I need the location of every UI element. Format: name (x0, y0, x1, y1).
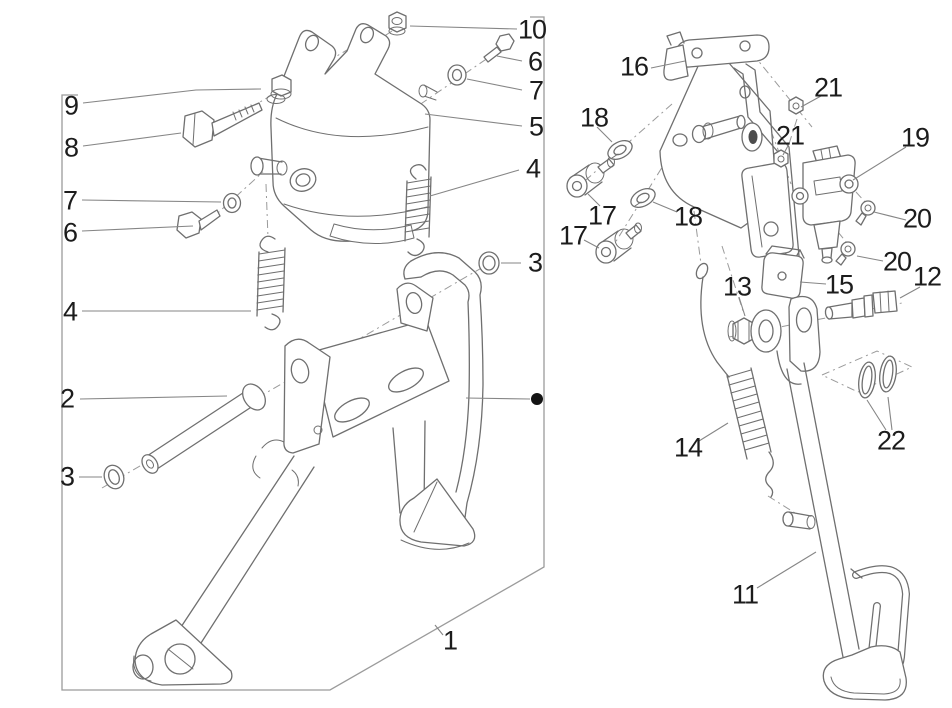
callout-11: 11 (731, 579, 759, 610)
callout-10: 10 (517, 14, 547, 45)
hex-nut-part21-lower (773, 149, 789, 168)
callout-20-upper: 20 (902, 203, 932, 234)
spring-part4-left (256, 235, 286, 331)
spring-part14 (695, 262, 774, 498)
bolt-part6-left (176, 209, 221, 239)
leader-lines (79, 25, 921, 636)
mounting-bracket-part5 (250, 23, 438, 244)
callout-2: 2 (59, 383, 75, 414)
callout-6-top: 6 (527, 46, 543, 77)
callout-16: 16 (619, 51, 649, 82)
lever-plate (741, 162, 794, 258)
socket-bolt-part17-upper (566, 156, 615, 198)
socket-bolt-part17-lower (595, 222, 642, 264)
left-figure-border (61, 16, 545, 691)
callout-13: 13 (722, 271, 752, 302)
washer-part7-top (447, 64, 467, 86)
flanged-nut-part9 (266, 74, 292, 104)
callout-15: 15 (824, 269, 854, 300)
callout-8: 8 (63, 132, 79, 163)
callout-18-lower: 18 (673, 201, 703, 232)
callout-3-right: 3 (527, 247, 543, 278)
bolt-part6-top (483, 33, 515, 63)
side-stand-leg-part11 (782, 362, 910, 701)
ring-part3-left (103, 464, 125, 490)
callout-5: 5 (528, 111, 544, 142)
callout-18-upper: 18 (579, 102, 609, 133)
washer-part7-left (222, 192, 242, 214)
rubber-pad-part15 (761, 245, 805, 299)
callout-1: 1 (442, 625, 458, 656)
callout-4-right: 4 (525, 153, 541, 184)
callout-7-left: 7 (62, 185, 78, 216)
hex-nut-part10 (388, 11, 407, 36)
hex-bolt-part8 (182, 102, 263, 148)
screw-part20-upper (855, 200, 876, 226)
callout-17-upper: 17 (587, 200, 617, 231)
callout-21-lower: 21 (775, 120, 805, 151)
clevis-yoke (750, 295, 821, 385)
hex-nut-part21-upper (788, 96, 804, 115)
assembly-reference-dot (531, 393, 543, 405)
callout-6-left: 6 (62, 217, 78, 248)
spring-part4-right (404, 164, 432, 257)
washer-part18-upper (607, 140, 633, 160)
callout-21-upper: 21 (813, 72, 843, 103)
callout-20-lower: 20 (882, 246, 912, 277)
callout-12: 12 (912, 261, 942, 292)
callout-9: 9 (63, 90, 79, 121)
stand-switch-part19 (791, 145, 859, 264)
washer-part18-lower (630, 188, 656, 208)
center-stand-body (132, 252, 484, 686)
callout-3-left: 3 (59, 461, 75, 492)
callout-4-left: 4 (62, 296, 78, 327)
pivot-pin-part2 (141, 383, 266, 474)
ring-part3-right (478, 251, 500, 275)
screw-part20-lower (835, 241, 856, 266)
pivot-bolt-part12 (824, 290, 898, 320)
hex-nut-part13 (727, 317, 756, 345)
cam-roller (741, 122, 763, 152)
callout-17-lower: 17 (558, 220, 588, 251)
callout-22: 22 (876, 425, 906, 456)
o-rings-part22 (858, 355, 897, 399)
callout-19: 19 (900, 122, 930, 153)
callout-14: 14 (673, 432, 703, 463)
callout-7-top: 7 (528, 75, 544, 106)
